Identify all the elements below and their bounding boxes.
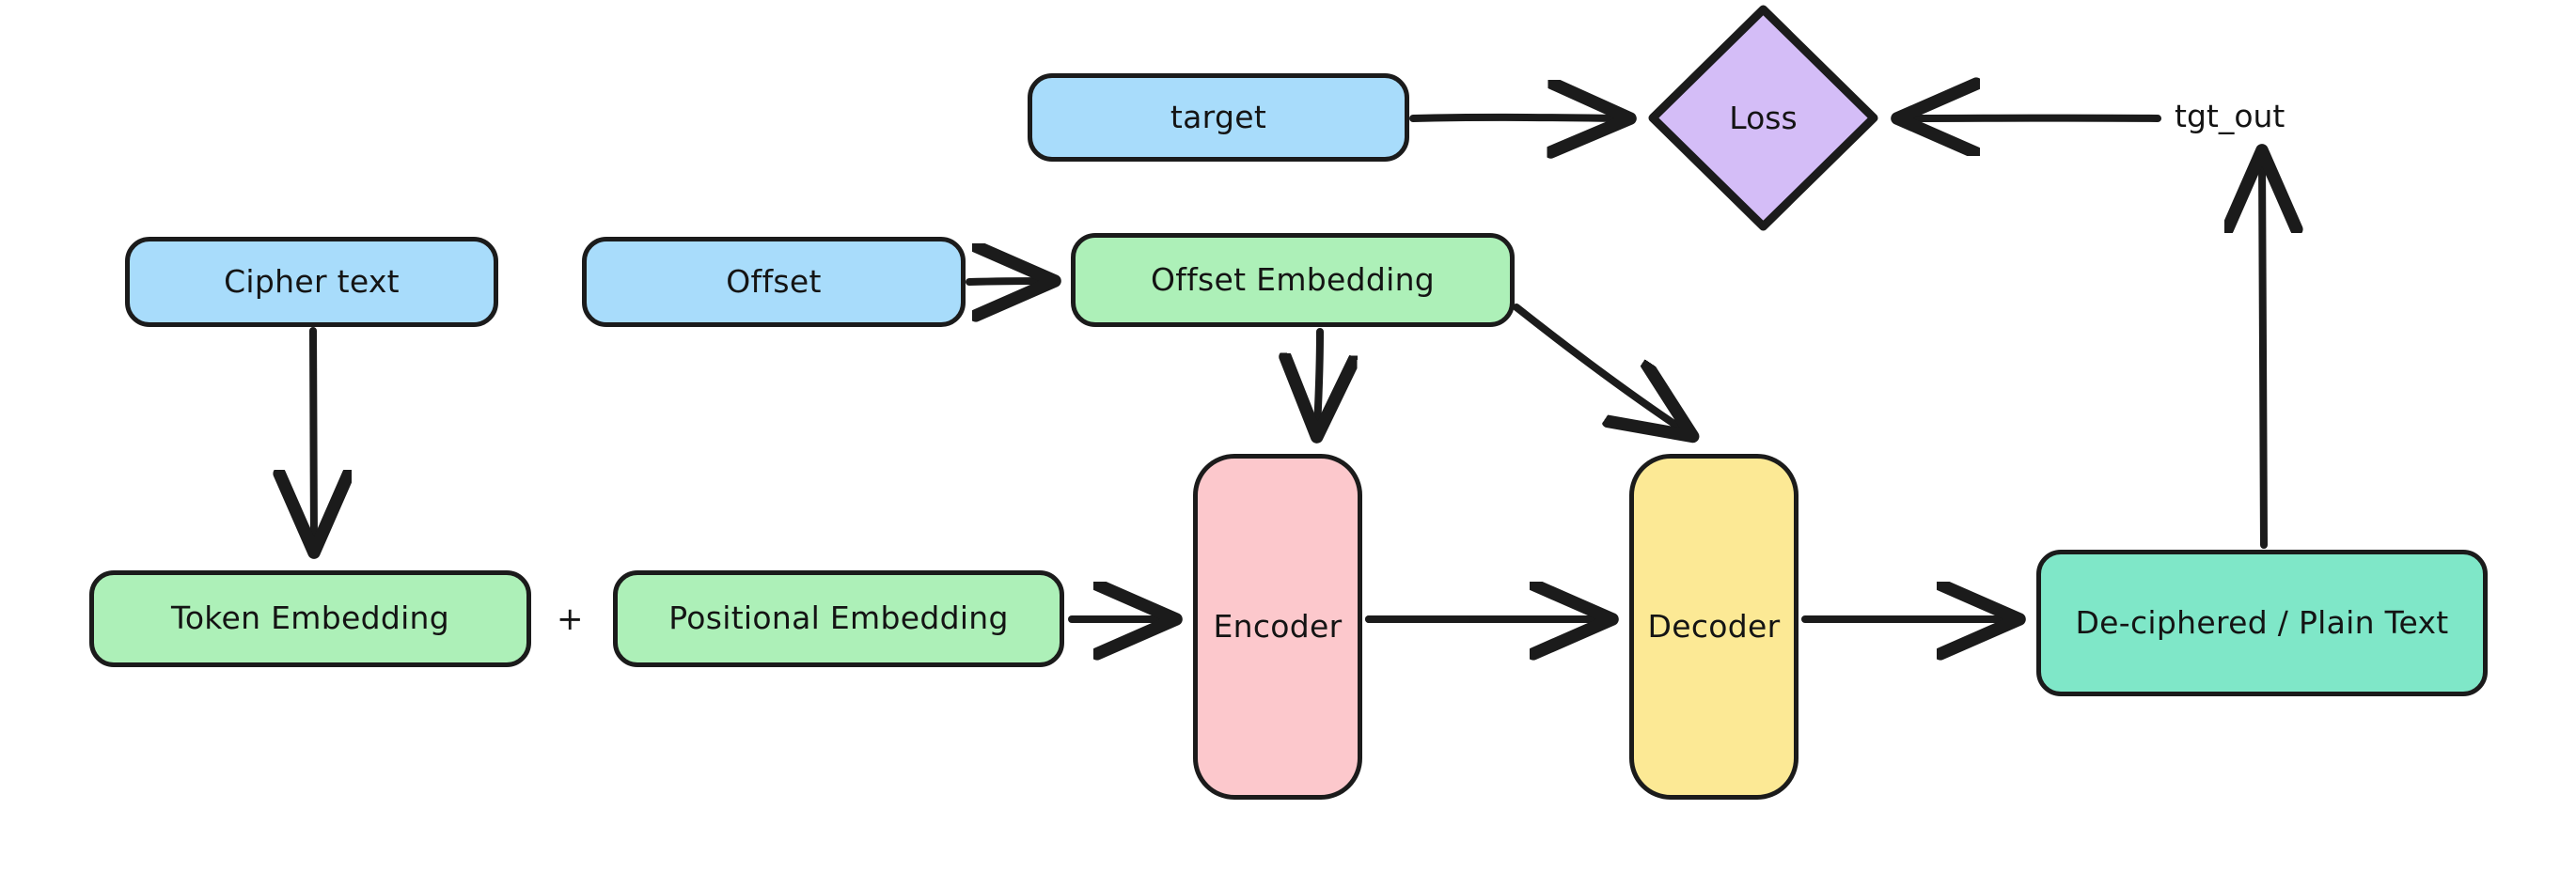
node-offset-embedding-label: Offset Embedding bbox=[1150, 260, 1436, 298]
edge-target-loss bbox=[1409, 117, 1623, 118]
node-deciphered-plain-text-label: De-ciphered / Plain Text bbox=[2075, 603, 2449, 641]
node-offset-embedding[interactable]: Offset Embedding bbox=[1071, 233, 1515, 327]
plus-operator: + bbox=[557, 600, 584, 638]
node-decoder[interactable]: Decoder bbox=[1629, 454, 1798, 800]
node-encoder[interactable]: Encoder bbox=[1193, 454, 1362, 800]
node-target[interactable]: target bbox=[1028, 73, 1409, 162]
node-loss[interactable]: Loss bbox=[1647, 4, 1879, 232]
edge-offset-offsetemb bbox=[966, 281, 1047, 282]
edge-offsetemb-encoder bbox=[1317, 328, 1320, 429]
edge-cipher-token bbox=[313, 327, 314, 545]
node-token-embedding-label: Token Embedding bbox=[170, 600, 450, 637]
node-encoder-label: Encoder bbox=[1213, 607, 1343, 645]
node-offset-label: Offset bbox=[726, 262, 822, 300]
edge-output-tgtout bbox=[2262, 158, 2264, 549]
node-deciphered-plain-text[interactable]: De-ciphered / Plain Text bbox=[2036, 550, 2488, 696]
node-positional-embedding[interactable]: Positional Embedding bbox=[613, 570, 1064, 667]
node-token-embedding[interactable]: Token Embedding bbox=[89, 570, 531, 667]
node-positional-embedding-label: Positional Embedding bbox=[668, 600, 1009, 637]
node-cipher-text[interactable]: Cipher text bbox=[125, 237, 498, 327]
node-target-label: target bbox=[1170, 98, 1267, 135]
node-cipher-text-label: Cipher text bbox=[224, 262, 400, 300]
node-offset[interactable]: Offset bbox=[582, 237, 966, 327]
node-tgt-out-label: tgt_out bbox=[2175, 98, 2285, 134]
edge-offsetemb-decoder bbox=[1513, 304, 1687, 432]
node-decoder-label: Decoder bbox=[1647, 607, 1781, 645]
